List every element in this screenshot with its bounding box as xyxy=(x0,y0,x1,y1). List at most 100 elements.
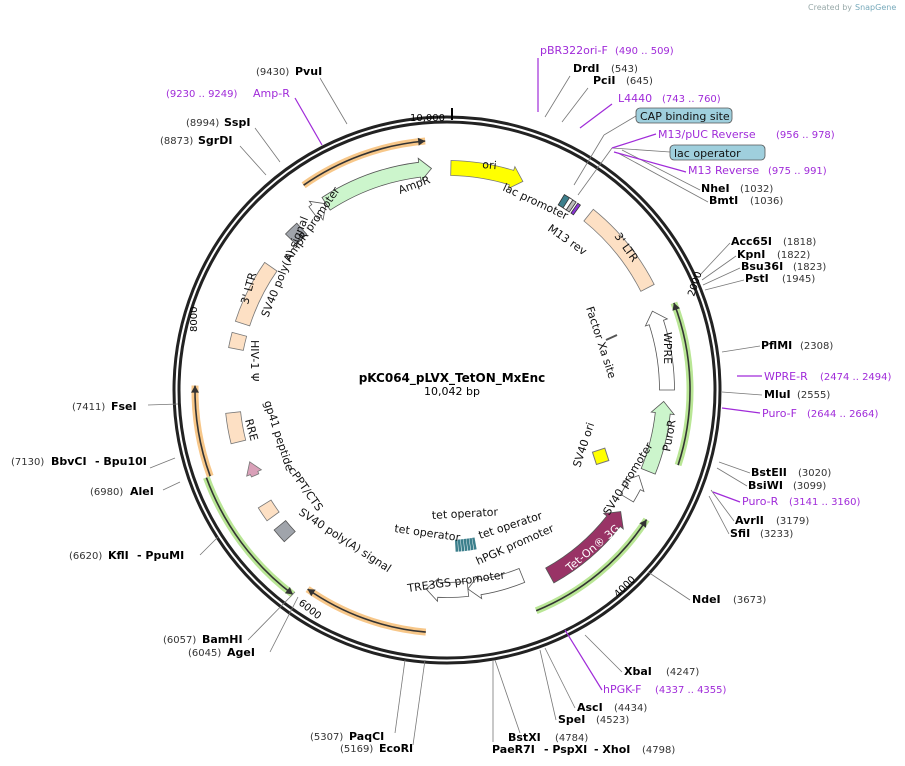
site-pos: (9430) xyxy=(256,67,289,78)
site-bmti[interactable]: BmtI xyxy=(709,194,738,207)
primer-leader-line xyxy=(712,491,741,503)
label-teton: Tet-On® 3G xyxy=(563,522,623,575)
feature-sv40-polya-top[interactable] xyxy=(284,222,308,246)
label-ori: ori xyxy=(482,158,497,172)
feature-ori[interactable] xyxy=(450,160,524,190)
site-leader-line xyxy=(494,659,521,734)
site-xhoi[interactable]: - XhoI xyxy=(594,743,630,756)
tet-operator-mark xyxy=(454,539,459,552)
feature-cap-site[interactable] xyxy=(562,197,574,211)
site-sgrdi[interactable]: SgrDI xyxy=(198,134,232,147)
site-bstxi[interactable]: BstXI xyxy=(508,731,541,744)
site-pcii[interactable]: PciI xyxy=(593,74,615,87)
site-drdi[interactable]: DrdI xyxy=(573,62,600,75)
tet-operator-mark xyxy=(457,539,462,552)
site-pos: (6980) xyxy=(90,487,123,498)
site-leader-line xyxy=(199,536,219,556)
site-psti[interactable]: PstI xyxy=(745,272,769,285)
feature-ltr-left[interactable] xyxy=(234,261,278,327)
feature-m13-rev[interactable] xyxy=(570,202,581,216)
primer-l4440[interactable]: L4440 xyxy=(618,92,652,105)
site-bamhi[interactable]: BamHI xyxy=(202,633,243,646)
orf-ampr[interactable] xyxy=(303,140,426,186)
site-asci[interactable]: AscI xyxy=(577,701,603,714)
feature-puror[interactable] xyxy=(640,400,676,475)
feature-leader-line xyxy=(611,147,671,153)
site-bsiwi[interactable]: BsiWI xyxy=(748,479,783,492)
feature-wpre[interactable] xyxy=(644,310,675,391)
primer-pbr322ori-f[interactable]: pBR322ori-F xyxy=(540,44,608,57)
site-avrii[interactable]: AvrII xyxy=(735,514,764,527)
site-leader-line xyxy=(704,279,745,291)
primer-labels: Amp-R (9230 .. 9249) pBR322ori-F (490 ..… xyxy=(166,44,892,696)
orf-left-green-arrowhead xyxy=(284,587,293,595)
site-pos: (3020) xyxy=(798,468,831,479)
primer-m13-reverse[interactable]: M13 Reverse xyxy=(688,164,759,177)
site-ppumi[interactable]: - PpuMI xyxy=(137,549,184,562)
primer-m13-puc-reverse[interactable]: M13/pUC Reverse xyxy=(658,128,756,141)
site-pflmi[interactable]: PflMI xyxy=(761,339,792,352)
orf-bottom-orange[interactable] xyxy=(307,588,426,633)
tick-8000: 8000 xyxy=(189,307,200,332)
site-fsei[interactable]: FseI xyxy=(111,400,137,413)
cap-binding-site-box[interactable] xyxy=(635,107,733,124)
feature-tre3gs[interactable] xyxy=(425,577,470,603)
site-pspxi[interactable]: - PspXI xyxy=(544,743,587,756)
site-sspi[interactable]: SspI xyxy=(224,116,250,129)
label-tet-operator-1: tet operator xyxy=(431,506,498,522)
site-acc65i[interactable]: Acc65I xyxy=(731,235,772,248)
site-pos: (5169) xyxy=(340,744,373,755)
feature-hpgk[interactable] xyxy=(467,567,526,600)
site-mlui[interactable]: MluI xyxy=(764,388,791,401)
backbone-inner xyxy=(177,120,717,660)
lac-operator-label: lac operator xyxy=(674,147,741,160)
site-alei[interactable]: AleI xyxy=(130,485,154,498)
site-spei[interactable]: SpeI xyxy=(558,713,585,726)
site-pos: (3233) xyxy=(760,529,793,540)
site-bpu10i[interactable]: - Bpu10I xyxy=(95,455,147,468)
site-paer7i[interactable]: PaeR7I xyxy=(492,743,535,756)
feature-ltr-right[interactable] xyxy=(583,208,655,292)
site-pos: (4784) xyxy=(555,733,588,744)
site-pvui[interactable]: PvuI xyxy=(295,65,322,78)
site-paqci[interactable]: PaqCI xyxy=(349,730,384,743)
site-bsu36i[interactable]: Bsu36I xyxy=(741,260,783,273)
orf-left-green[interactable] xyxy=(205,477,294,596)
site-xbai[interactable]: XbaI xyxy=(624,665,652,678)
feature-sv40-ori[interactable] xyxy=(591,447,610,466)
feature-rre[interactable] xyxy=(225,411,247,445)
site-nhei[interactable]: NheI xyxy=(701,182,730,195)
label-gp41: gp41 peptide xyxy=(261,399,296,473)
site-ndei[interactable]: NdeI xyxy=(692,593,721,606)
orf-right-green[interactable] xyxy=(673,302,691,466)
orf-bottom-right-green-arrowhead xyxy=(639,519,647,528)
site-bbvci[interactable]: BbvCI xyxy=(51,455,87,468)
feature-hiv-psi[interactable] xyxy=(228,331,248,351)
feature-sv40-polya-bottom[interactable] xyxy=(273,520,296,543)
site-pos: (1822) xyxy=(777,250,810,261)
site-bsteii[interactable]: BstEII xyxy=(751,466,787,479)
primer-puro-f[interactable]: Puro-F xyxy=(762,407,797,420)
site-kfli[interactable]: KflI xyxy=(108,549,129,562)
site-pos: (1032) xyxy=(740,184,773,195)
primer-wpre-r[interactable]: WPRE-R xyxy=(764,370,808,383)
feature-ampr-promoter[interactable] xyxy=(308,200,327,221)
primer-puro-r[interactable]: Puro-R xyxy=(742,495,779,508)
site-pos: (4798) xyxy=(642,745,675,756)
primer-amp-r-range: (9230 .. 9249) xyxy=(166,89,238,100)
site-kpni[interactable]: KpnI xyxy=(737,248,765,261)
orf-left-orange-arrowhead xyxy=(191,385,199,393)
feature-sv40-promoter[interactable] xyxy=(620,474,645,503)
feature-ampr[interactable] xyxy=(321,157,433,211)
primer-amp-r[interactable]: Amp-R xyxy=(253,87,290,100)
feature-teton[interactable] xyxy=(545,511,624,584)
lac-operator-box[interactable] xyxy=(669,144,766,161)
primer-hpgk-f[interactable]: hPGK-F xyxy=(603,683,641,696)
feature-gp41[interactable] xyxy=(246,461,263,478)
site-agei[interactable]: AgeI xyxy=(227,646,255,659)
feature-cppt[interactable] xyxy=(257,499,280,522)
orf-bottom-right-green[interactable] xyxy=(535,519,648,612)
site-ecori[interactable]: EcoRI xyxy=(379,742,413,755)
site-sfii[interactable]: SfiI xyxy=(730,527,750,540)
